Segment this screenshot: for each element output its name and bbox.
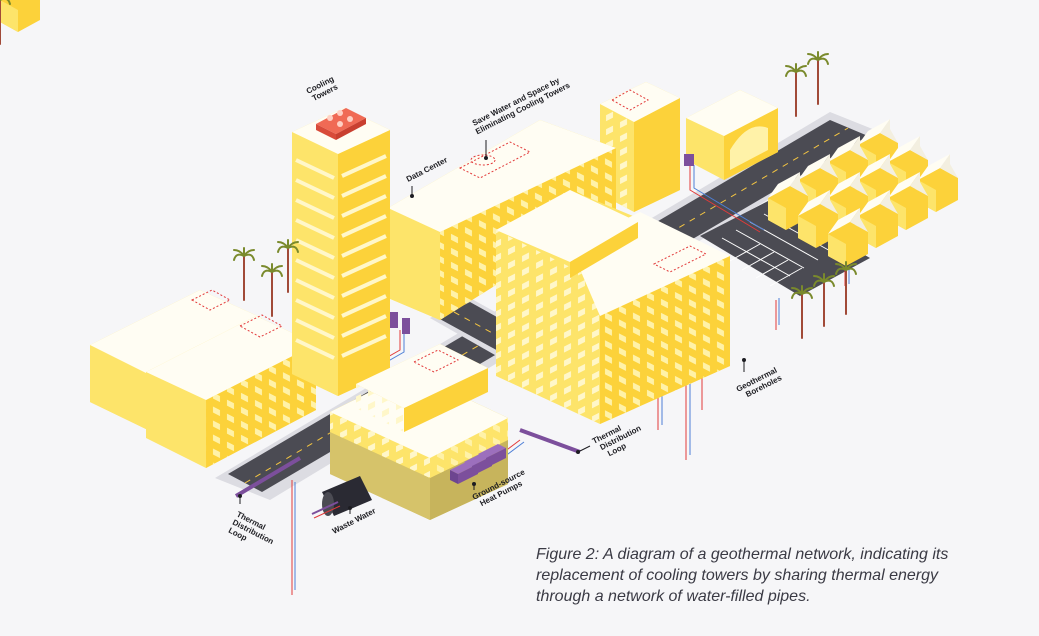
heat-pump-icon <box>390 154 694 334</box>
figure-caption: Figure 2: A diagram of a geothermal netw… <box>536 546 949 605</box>
arch-building <box>686 90 778 180</box>
cooling-tower-icon <box>316 108 366 140</box>
eliminated-cooling-tower-icon <box>458 141 532 179</box>
label-geothermal-boreholes: Geothermal Boreholes <box>735 365 785 402</box>
heat-pump-icon <box>450 444 506 484</box>
front-building <box>311 344 508 520</box>
low-building-middle <box>146 314 316 468</box>
office-building-back <box>600 82 680 212</box>
office-building-right <box>496 190 730 424</box>
parking-lot <box>700 200 870 296</box>
row-houses <box>0 0 958 266</box>
tall-tower-building <box>292 108 390 396</box>
callout-leaders <box>238 140 746 514</box>
pipe-icon <box>311 476 372 519</box>
label-cooling-towers: Cooling Towers <box>305 73 342 104</box>
label-thermal-loop-left: Thermal Distribution Loop <box>227 510 281 555</box>
